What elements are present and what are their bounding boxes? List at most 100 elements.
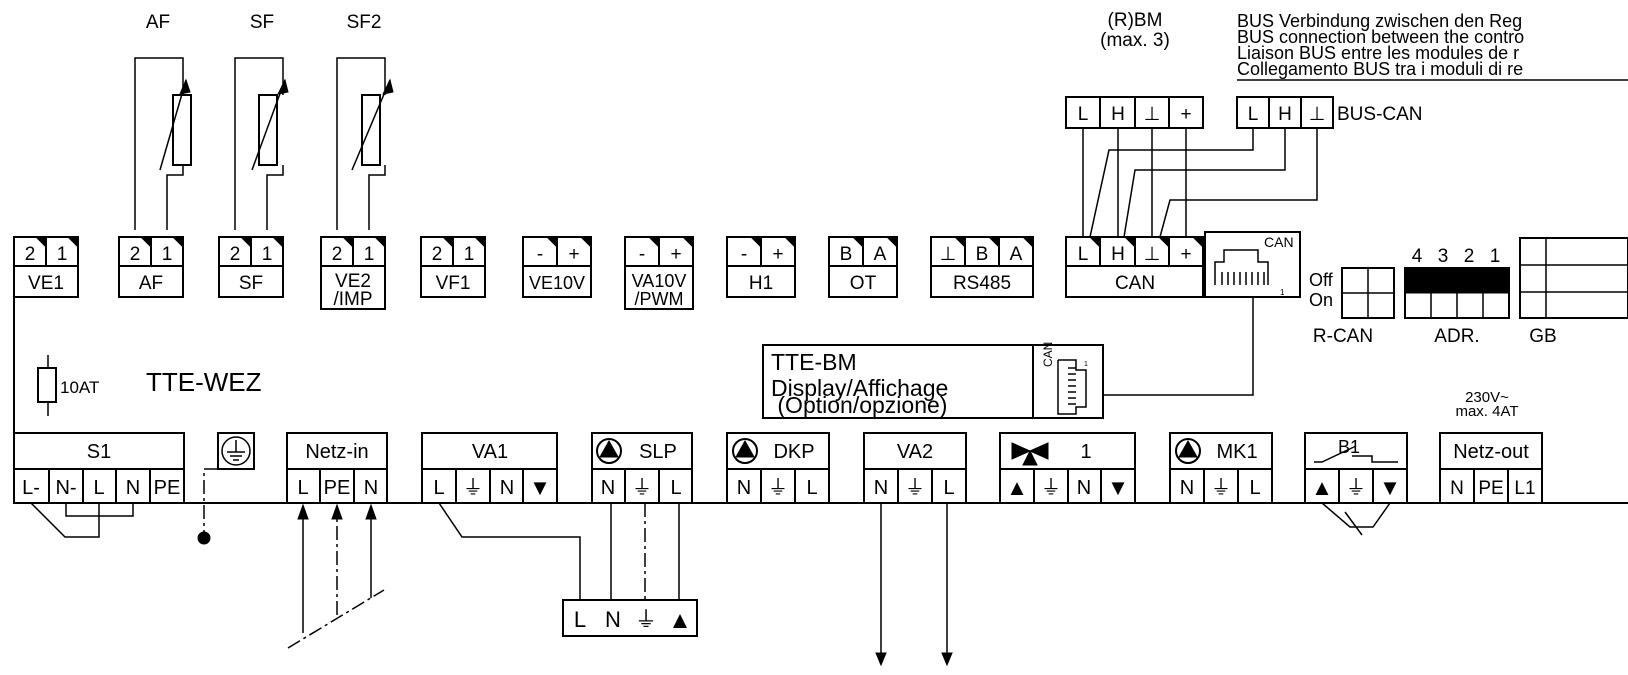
terminal-af-pin-2: 2 xyxy=(130,244,141,265)
terminal-ve2-pin-2: 2 xyxy=(332,244,343,265)
sensor-label-sf2: SF2 xyxy=(347,12,382,33)
terminal-sf-pin-1: 1 xyxy=(262,244,273,265)
terminal-netzout: Netz-out N PE L1 xyxy=(1439,432,1543,504)
terminal-dkp-title: DKP xyxy=(773,441,814,463)
bm-pin-l: L xyxy=(1078,104,1089,125)
terminal-mk1-pin-pe: ⏚ xyxy=(1211,477,1231,499)
bus-line-en: BUS connection between the contro xyxy=(1237,27,1524,47)
valve-pin-open: ▲ xyxy=(668,607,692,634)
terminal-af-pin-1: 1 xyxy=(162,244,173,265)
terminal-b1-title: B1 xyxy=(1338,437,1360,457)
terminal-ve10v: - + VE10V xyxy=(522,236,592,298)
bus-pin-l: L xyxy=(1248,104,1259,125)
terminal-va2: VA2 N ⏚ L xyxy=(863,432,967,667)
terminal-ve2-label-2: /IMP xyxy=(333,289,372,310)
display-port-label: CAN xyxy=(1041,342,1055,367)
terminal-dkp-pin-pe: ⏚ xyxy=(768,477,788,499)
terminal-mk1: MK1 N ⏚ L xyxy=(1169,432,1273,504)
terminal-h1-label: H1 xyxy=(749,273,773,294)
bm-pin-h: H xyxy=(1111,104,1125,125)
terminal-s1-pin-lminus: L- xyxy=(22,477,40,499)
terminal-rs485: ⊥ B A RS485 xyxy=(930,236,1034,298)
terminal-vf1-pin-1: 1 xyxy=(464,244,475,265)
terminal-ot-pin-a: A xyxy=(874,244,887,265)
terminal-s1-pin-nminus: N- xyxy=(55,477,76,499)
terminal-mixer-1: 1 ▲ ⏚ N ▼ xyxy=(999,432,1136,504)
sensor-sf2 xyxy=(336,57,394,230)
terminal-s1: S1 L- N- L N PE xyxy=(13,432,185,538)
terminal-va1-pin-close: ▼ xyxy=(529,475,551,500)
terminal-va2-pin-l: L xyxy=(943,477,954,499)
terminal-b1-pin-pe: ⏚ xyxy=(1346,477,1366,499)
terminal-netzout-title: Netz-out xyxy=(1453,441,1529,463)
terminal-netzin-pin-l: L xyxy=(297,477,308,499)
can-port-label: CAN xyxy=(1264,234,1294,250)
adr-number-4: 4 xyxy=(1412,246,1423,267)
terminal-ve2-pin-1: 1 xyxy=(364,244,375,265)
terminal-slp-pin-n: N xyxy=(601,477,615,499)
terminal-s1-pin-pe: PE xyxy=(154,477,181,499)
terminal-va10v-label-2: /PWM xyxy=(635,289,684,309)
terminal-va1-pin-n: N xyxy=(500,477,514,499)
power-rating-voltage: 230V~ xyxy=(1465,389,1509,406)
valve-pin-l: L xyxy=(574,607,586,632)
terminal-b1-pin-close: ▼ xyxy=(1379,475,1401,500)
terminal-va10v: - + VA10V /PWM xyxy=(624,236,694,310)
terminal-vf1: 2 1 VF1 xyxy=(420,236,486,298)
terminal-ve2: 2 1 VE2 /IMP xyxy=(320,236,386,310)
terminal-mixer-title: 1 xyxy=(1080,441,1091,463)
terminal-dkp-pin-n: N xyxy=(737,477,751,499)
can-wiring xyxy=(1082,128,1318,238)
pump-icon xyxy=(596,438,622,464)
terminal-vf1-pin-2: 2 xyxy=(432,244,443,265)
terminal-ot-label: OT xyxy=(850,273,877,294)
controller-name: TTE-WEZ xyxy=(146,367,262,397)
ground-terminal xyxy=(197,432,255,545)
switch-contact-icon xyxy=(1314,445,1398,463)
terminal-va1-pin-l: L xyxy=(433,477,444,499)
can-port: CAN 1 xyxy=(1204,231,1301,298)
terminal-va10v-label: VA10V xyxy=(632,271,687,291)
terminal-can-pin-h: H xyxy=(1111,244,1125,265)
dip-switches: Off On 4 3 2 1 R-CAN ADR. GB xyxy=(1309,237,1628,347)
terminal-netzout-pin-l1: L1 xyxy=(1514,478,1535,499)
terminal-netzin-pin-pe: PE xyxy=(324,477,351,499)
sensor-label-sf: SF xyxy=(250,12,274,33)
terminal-h1-pin-plus: + xyxy=(772,244,783,265)
bm-max: (max. 3) xyxy=(1100,30,1170,51)
terminal-af-label: AF xyxy=(139,273,163,294)
terminal-slp-pin-l: L xyxy=(670,477,681,499)
adr-number-1: 1 xyxy=(1490,246,1501,267)
terminal-s1-pin-l: L xyxy=(93,477,104,499)
terminal-ot-pin-b: B xyxy=(840,244,853,265)
terminal-slp-title: SLP xyxy=(639,441,677,463)
terminal-mixer-pin-close: ▼ xyxy=(1107,475,1129,500)
terminal-ve1: 2 1 VE1 xyxy=(13,236,79,298)
terminal-mixer-pin-n: N xyxy=(1077,477,1091,499)
display-option: (Option/opzione) xyxy=(771,392,947,418)
bus-can-terminal: L H ⊥ BUS-CAN xyxy=(1236,96,1423,129)
terminal-h1-pin-minus: - xyxy=(741,244,747,265)
terminal-can-label: CAN xyxy=(1115,273,1155,294)
pump-icon xyxy=(1175,438,1201,464)
terminal-mixer-pin-pe: ⏚ xyxy=(1041,477,1061,499)
terminal-vf1-label: VF1 xyxy=(436,273,471,294)
can-port-pin1: 1 xyxy=(1280,288,1285,297)
terminal-netzin-pin-n: N xyxy=(364,477,378,499)
terminal-sf-label: SF xyxy=(239,273,263,294)
terminal-ve1-pin-1: 1 xyxy=(57,244,68,265)
terminal-can-pin-gnd: ⊥ xyxy=(1144,244,1161,265)
terminal-slp: SLP N ⏚ L xyxy=(591,432,693,600)
terminal-b1-pin-open: ▲ xyxy=(1311,475,1333,500)
adr-label: ADR. xyxy=(1434,326,1479,347)
terminal-va2-title: VA2 xyxy=(897,441,933,463)
terminal-mk1-pin-n: N xyxy=(1180,477,1194,499)
valve-pin-n: N xyxy=(605,607,621,632)
terminal-can: L H ⊥ + CAN xyxy=(1065,236,1204,298)
terminal-netzin: Netz-in L PE N xyxy=(286,432,388,649)
bus-line-de: BUS Verbindung zwischen den Reg xyxy=(1237,11,1522,31)
bm-title: (R)BM xyxy=(1108,10,1163,31)
terminal-sf-pin-2: 2 xyxy=(230,244,241,265)
power-rating-fuse: max. 4AT xyxy=(1455,403,1518,420)
